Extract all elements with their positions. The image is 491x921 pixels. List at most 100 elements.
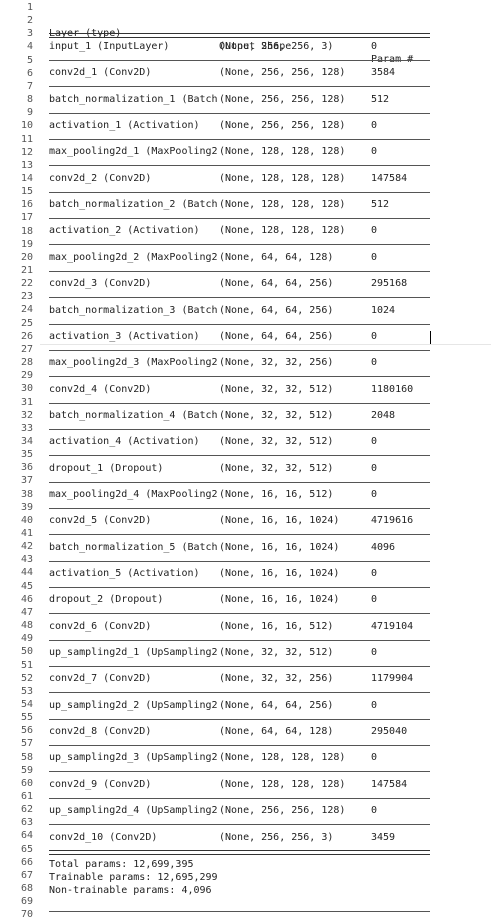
line-number: 60	[20, 777, 33, 789]
row-separator	[49, 455, 430, 457]
row-separator	[49, 428, 430, 430]
param-count: 0	[371, 357, 378, 369]
line-number: 2	[26, 15, 33, 27]
layer-name: batch_normalization_1 (Batch	[49, 93, 218, 105]
line-number: 18	[20, 225, 33, 237]
output-shape: (None, 64, 64, 256)	[219, 330, 334, 342]
layer-name: conv2d_7 (Conv2D)	[49, 673, 152, 685]
line-number: 38	[20, 488, 33, 500]
param-count: 0	[371, 805, 378, 817]
layer-name: up_sampling2d_1 (UpSampling2	[49, 647, 218, 659]
line-number: 43	[20, 554, 33, 566]
header-separator	[49, 33, 430, 38]
param-count: 147584	[371, 172, 408, 184]
layer-name: batch_normalization_2 (Batch	[49, 199, 218, 211]
line-number: 17	[20, 212, 33, 224]
param-count: 0	[371, 488, 378, 500]
line-number: 49	[20, 633, 33, 645]
layer-name: activation_4 (Activation)	[49, 436, 200, 448]
param-count: 0	[371, 330, 378, 342]
param-count: 0	[371, 462, 378, 474]
param-count: 1179904	[371, 673, 414, 685]
line-number: 15	[20, 186, 33, 198]
layer-name: up_sampling2d_4 (UpSampling2	[49, 805, 218, 817]
line-number: 4	[26, 41, 33, 53]
line-number: 47	[20, 606, 33, 618]
layer-name: batch_normalization_5 (Batch	[49, 541, 218, 553]
line-number: 64	[20, 830, 33, 842]
line-number: 37	[20, 475, 33, 487]
param-count: 0	[371, 699, 378, 711]
param-count: 0	[371, 225, 378, 237]
row-separator	[49, 112, 430, 114]
row-separator	[49, 349, 430, 351]
line-number: 29	[20, 370, 33, 382]
line-number: 39	[20, 501, 33, 513]
row-separator	[49, 745, 430, 747]
param-count: 3584	[371, 67, 396, 79]
header-output-shape: Output Shape	[219, 41, 292, 52]
param-count: 4719104	[371, 620, 414, 632]
row-separator	[49, 191, 430, 193]
line-number: 59	[20, 764, 33, 776]
layer-name: max_pooling2d_1 (MaxPooling2	[49, 146, 218, 158]
line-number: 16	[20, 199, 33, 211]
output-shape: (None, 256, 256, 3)	[219, 41, 334, 52]
output-shape: (None, 32, 32, 256)	[219, 673, 334, 685]
layer-name: max_pooling2d_3 (MaxPooling2	[49, 357, 218, 369]
output-shape: (None, 32, 32, 512)	[219, 647, 334, 659]
output-shape: (None, 128, 128, 128)	[219, 172, 346, 184]
line-number: 40	[20, 514, 33, 526]
row-separator	[49, 244, 430, 246]
layer-name: up_sampling2d_2 (UpSampling2	[49, 699, 218, 711]
output-shape: (None, 128, 128, 128)	[219, 146, 346, 158]
output-shape: (None, 64, 64, 128)	[219, 251, 334, 263]
line-number: 66	[20, 856, 33, 868]
row-separator	[49, 666, 430, 668]
row-separator	[49, 718, 430, 720]
param-count: 0	[371, 41, 378, 52]
line-number: 41	[20, 528, 33, 539]
output-shape: (None, 32, 32, 512)	[219, 462, 334, 474]
line-number: 12	[20, 146, 33, 158]
output-shape: (None, 64, 64, 256)	[219, 699, 334, 711]
line-number: 33	[20, 422, 33, 434]
line-number: 58	[20, 751, 33, 763]
trainable-params: Trainable params: 12,695,299	[49, 872, 218, 883]
line-number: 13	[20, 159, 33, 171]
line-number: 54	[20, 698, 33, 710]
line-number: 51	[20, 659, 33, 671]
row-separator	[49, 613, 430, 615]
line-number: 52	[20, 672, 33, 684]
line-number: 32	[20, 409, 33, 421]
non-trainable-params: Non-trainable params: 4,096	[49, 885, 212, 896]
param-count: 1180160	[371, 383, 414, 395]
output-shape: (None, 64, 64, 256)	[219, 278, 334, 290]
layer-name: batch_normalization_3 (Batch	[49, 304, 218, 316]
line-number: 6	[26, 67, 33, 79]
output-shape: (None, 128, 128, 128)	[219, 225, 346, 237]
row-separator	[49, 376, 430, 378]
output-shape: (None, 16, 16, 1024)	[219, 541, 340, 553]
param-count: 2048	[371, 409, 396, 421]
output-shape: (None, 16, 16, 1024)	[219, 568, 340, 579]
param-count: 1024	[371, 304, 396, 316]
output-shape: (None, 256, 256, 128)	[219, 120, 346, 132]
output-shape: (None, 128, 128, 128)	[219, 199, 346, 211]
layer-name: conv2d_2 (Conv2D)	[49, 172, 152, 184]
param-count: 147584	[371, 778, 408, 790]
row-separator	[49, 692, 430, 694]
line-number: 36	[20, 462, 33, 474]
output-shape: (None, 256, 256, 3)	[219, 831, 334, 843]
output-shape: (None, 32, 32, 512)	[219, 383, 334, 395]
line-number: 44	[20, 567, 33, 579]
line-number: 61	[20, 791, 33, 802]
line-number: 10	[20, 120, 33, 132]
layer-name: conv2d_5 (Conv2D)	[49, 515, 152, 527]
output-shape: (None, 64, 64, 128)	[219, 726, 334, 738]
param-count: 0	[371, 251, 378, 263]
row-separator	[49, 270, 430, 272]
line-number: 42	[20, 541, 33, 553]
